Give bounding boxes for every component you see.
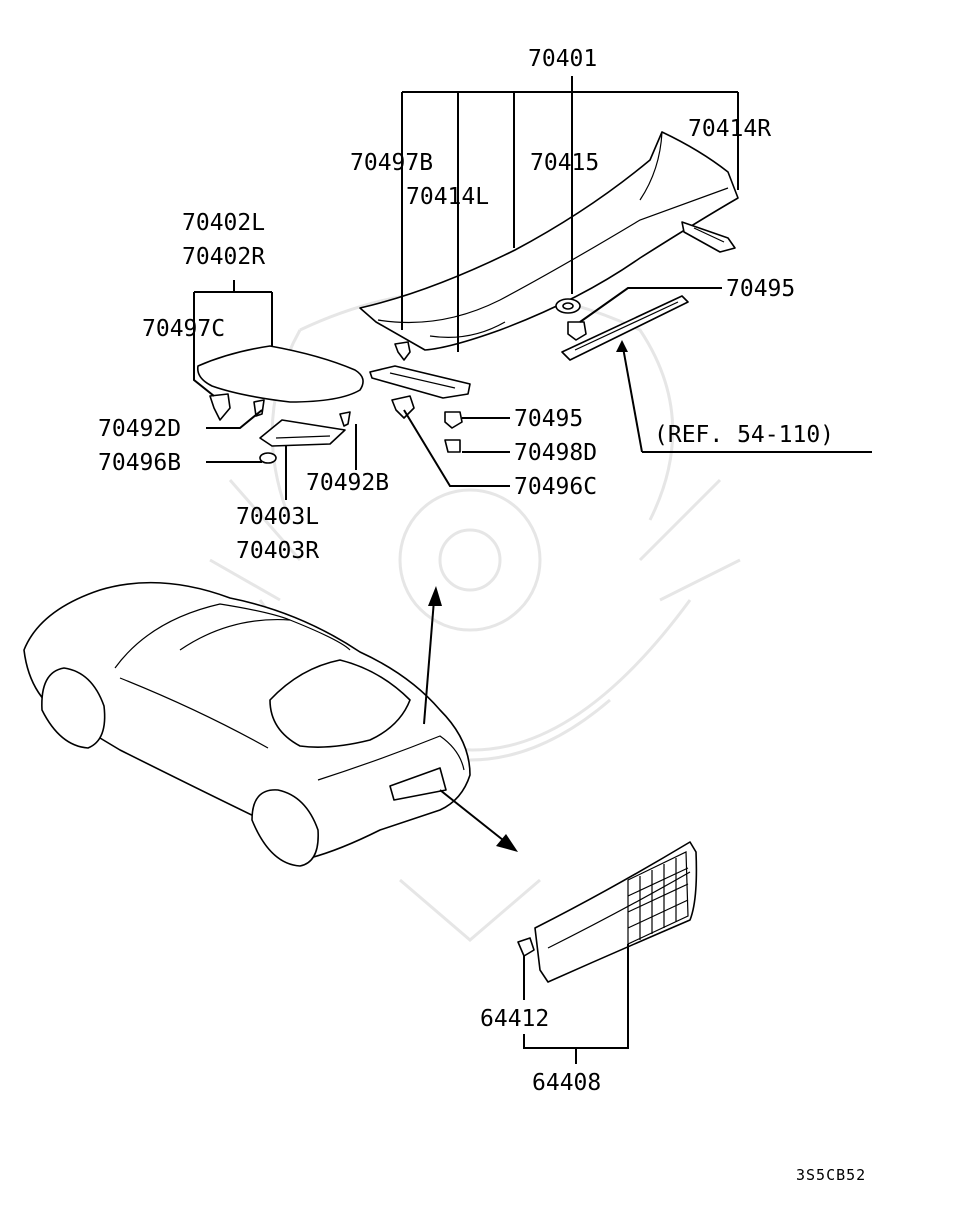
label-70402R: 70402R: [182, 244, 265, 270]
car-body-drawing: [23, 581, 471, 867]
leader-lines: [193, 76, 872, 500]
label-70497C: 70497C: [142, 316, 225, 342]
label-70415: 70415: [530, 150, 599, 176]
spoiler-strip-drawing: [561, 295, 689, 361]
arrows: [423, 586, 518, 852]
label-70492D: 70492D: [98, 416, 181, 442]
label-70402L: 70402L: [182, 210, 265, 236]
label-ref-54-110: (REF. 54-110): [654, 422, 834, 448]
rear-garnish-drawing: [517, 841, 698, 1064]
label-70492B: 70492B: [306, 470, 389, 496]
label-70495-lower: 70495: [514, 406, 583, 432]
watermark-emblem: [209, 288, 741, 942]
diagram-code: 3S5CB52: [796, 1166, 866, 1184]
fasteners-drawing: [209, 298, 587, 464]
label-70496C: 70496C: [514, 474, 597, 500]
label-64412: 64412: [480, 1006, 549, 1032]
label-64408: 64408: [532, 1070, 601, 1096]
label-70401: 70401: [528, 46, 597, 72]
label-70414R: 70414R: [688, 116, 771, 142]
label-70495-upper: 70495: [726, 276, 795, 302]
label-70403R: 70403R: [236, 538, 319, 564]
label-70496B: 70496B: [98, 450, 181, 476]
label-70414L: 70414L: [406, 184, 489, 210]
label-70403L: 70403L: [236, 504, 319, 530]
side-spoiler-bracket-drawing: [259, 419, 346, 447]
rear-spoiler-drawing: [359, 131, 739, 351]
spoiler-pad-drawing: [369, 365, 471, 399]
side-spoiler-drawing: [196, 345, 364, 403]
label-70497B: 70497B: [350, 150, 433, 176]
label-70498D: 70498D: [514, 440, 597, 466]
